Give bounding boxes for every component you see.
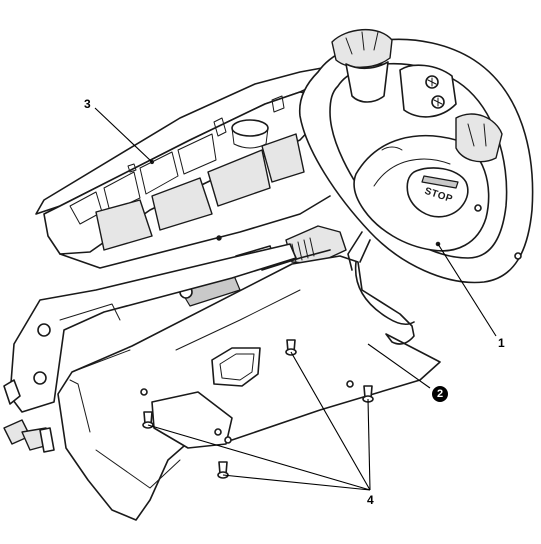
screw-right — [362, 385, 374, 403]
callout-2-label: 2 — [432, 386, 448, 402]
leader-4b — [147, 424, 371, 491]
mounting-bracket — [3, 243, 297, 453]
leader-4a — [290, 351, 371, 491]
leader-4d — [222, 474, 371, 491]
screw-left — [142, 411, 154, 429]
callout-1-label: 1 — [498, 336, 505, 350]
lower-column-cover — [57, 255, 441, 521]
leader-4c — [367, 398, 371, 491]
leader-2 — [367, 343, 431, 389]
leader-lines — [94, 107, 497, 491]
steering-wheel — [298, 28, 534, 284]
leader-3 — [94, 107, 153, 163]
callout-3-label: 3 — [84, 97, 91, 111]
dashboard-console — [35, 67, 331, 269]
leader-1 — [437, 243, 497, 337]
callout-4-label: 4 — [367, 493, 374, 507]
